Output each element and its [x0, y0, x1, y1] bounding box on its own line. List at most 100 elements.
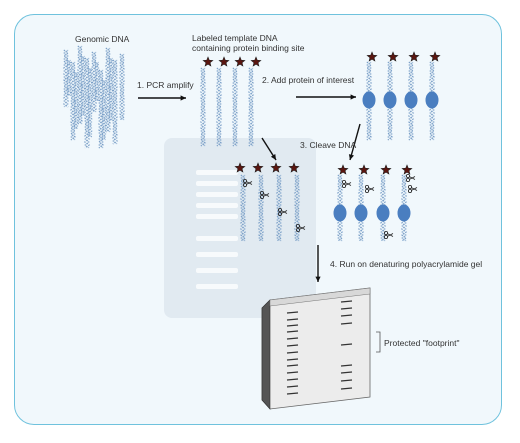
star-label-icon [366, 51, 378, 62]
genomic-dna-strand [76, 45, 84, 125]
gel-band [286, 392, 299, 395]
gel-band [340, 300, 353, 303]
scissors-icon [411, 187, 418, 191]
gel-band [286, 324, 299, 327]
genomic-dna-strand [90, 51, 98, 113]
arrow-icon [270, 154, 276, 160]
scissors-icon [295, 227, 300, 232]
arrow-icon [350, 94, 356, 100]
panel-stripe [196, 192, 238, 197]
template-dna-strand [231, 67, 239, 147]
scissors-icon [345, 182, 352, 186]
star-label-icon [202, 56, 214, 67]
scissors-icon [383, 230, 388, 235]
protein-icon [333, 204, 347, 222]
scissors-icon [277, 211, 282, 216]
template-dna-strand [199, 67, 207, 147]
scissors-icon [259, 194, 264, 199]
cleaved-dna-strand [258, 174, 264, 242]
scissors-icon [409, 176, 416, 180]
template-dna-strand [248, 67, 254, 147]
genomic-dna-strand [108, 57, 114, 122]
gel-band [340, 314, 353, 317]
gel-band [340, 307, 353, 310]
gel-band [340, 322, 353, 325]
star-label-icon [380, 164, 392, 175]
genomic-dna-strand [87, 67, 93, 138]
arrow-icon [348, 154, 354, 160]
cleaved-dna-strand [276, 174, 282, 242]
gel-band [286, 358, 299, 361]
star-label-icon [387, 51, 399, 62]
step1-label: 1. PCR amplify [137, 80, 194, 90]
genomic-dna-strand [63, 49, 69, 108]
arrow-icon [315, 276, 321, 282]
template-dna-strand [215, 67, 223, 147]
panel-stripe [196, 236, 238, 241]
gel-band [286, 378, 299, 381]
genomic-dna-label: Genomic DNA [75, 34, 130, 44]
panel-stripe [196, 252, 238, 257]
genomic-dna-strand [84, 57, 90, 149]
scissors-icon [295, 223, 300, 228]
panel-stripe [196, 284, 238, 289]
gel-band [286, 371, 299, 374]
gel-band [340, 364, 353, 367]
star-label-icon [270, 162, 282, 173]
protein-icon [362, 91, 376, 109]
scissors-icon [387, 233, 394, 237]
step2-label: 2. Add protein of interest [262, 75, 355, 85]
protein-icon [397, 204, 411, 222]
genomic-dna-strand [119, 53, 125, 121]
panel-stripe [196, 268, 238, 273]
gel-band [340, 379, 353, 382]
panel-stripe [196, 214, 238, 219]
genomic-dna-strand [80, 55, 86, 117]
scissors-icon [364, 184, 369, 189]
gel-band [286, 311, 299, 314]
star-label-icon [358, 164, 370, 175]
gel-band [340, 371, 353, 374]
scissors-icon [407, 184, 412, 189]
scissors-icon [246, 181, 253, 185]
star-label-icon [408, 51, 420, 62]
star-label-icon [234, 162, 246, 173]
protein-icon [425, 91, 439, 109]
template-dna-strand [247, 67, 255, 147]
star-label-icon [288, 162, 300, 173]
scissors-icon [277, 207, 282, 212]
protein-bound-strand [386, 61, 394, 141]
genomic-dna-strand [101, 79, 107, 141]
protein-bound-strand [407, 61, 415, 141]
scissors-icon [259, 190, 264, 195]
star-label-icon [337, 164, 349, 175]
template-dna-strand [232, 67, 238, 147]
template-dna-strand [200, 67, 206, 147]
template-dna-label-line1: Labeled template DNA [192, 33, 278, 43]
scissors-icon [364, 188, 369, 193]
protein-icon [404, 91, 418, 109]
gel-band [286, 318, 299, 321]
protein-icon [383, 91, 397, 109]
star-label-icon [429, 51, 441, 62]
scissors-icon [407, 188, 412, 193]
scissors-icon [341, 179, 346, 184]
genomic-dna-strand [112, 59, 118, 145]
gel-edge [261, 299, 271, 410]
genomic-dna-strand [94, 61, 100, 102]
scissors-icon [383, 234, 388, 239]
gel-band [340, 387, 353, 390]
protein-icon [354, 204, 368, 222]
footprint-label: Protected "footprint" [384, 338, 460, 348]
star-label-icon [234, 56, 246, 67]
genomic-dna-strand [97, 69, 105, 149]
genomic-dna-strand [111, 59, 119, 145]
gel-band [340, 343, 353, 346]
protein-bound-strand [365, 61, 373, 141]
panel-stripe [196, 203, 238, 208]
scissors-icon [405, 177, 410, 182]
template-dna-label-line2: containing protein binding site [192, 43, 305, 53]
scissors-icon [405, 173, 410, 178]
star-label-icon [401, 164, 413, 175]
